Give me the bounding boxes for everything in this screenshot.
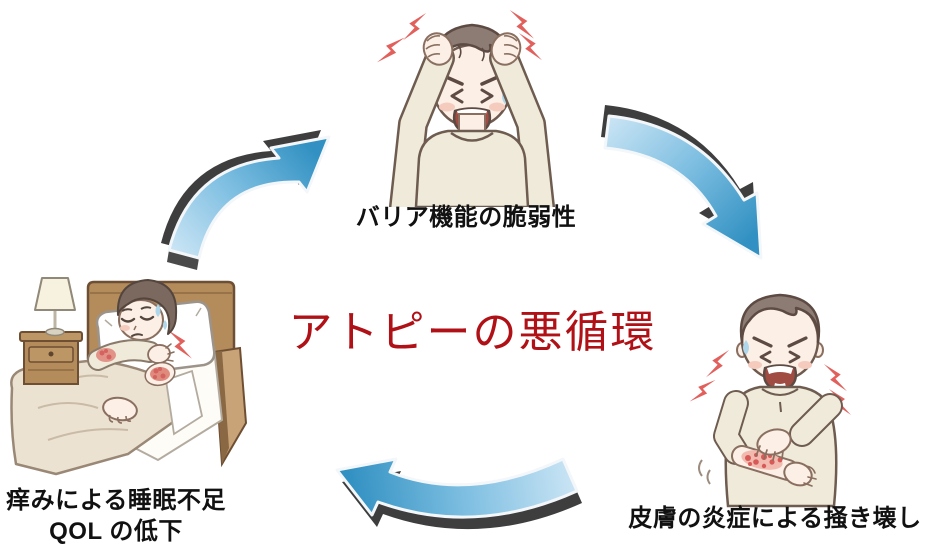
- node-label-skin-inflammation: 皮膚の炎症による掻き壊し: [628, 505, 922, 532]
- sleeping-head: [116, 279, 178, 341]
- scratching-man-illustration: [690, 293, 851, 508]
- node-label-sleep-loss-line2: QOL の低下: [49, 518, 183, 545]
- arms: [389, 43, 555, 207]
- torso: [414, 113, 530, 207]
- node-label-barrier-function: バリア機能の脆弱性: [355, 204, 577, 231]
- cycle-arrow-right-to-left: [335, 457, 582, 530]
- sheet-fold: [165, 369, 204, 436]
- hands: [422, 32, 522, 66]
- resting-hand: [102, 396, 138, 424]
- head: [736, 293, 824, 390]
- scratching-arm: [755, 393, 843, 461]
- cycle-arrow-left-to-top: [161, 130, 331, 270]
- node-label-sleep-loss-line1: 痒みによる睡眠不足: [6, 487, 226, 514]
- node-label-sleep-loss: 痒みによる睡眠不足 QOL の低下: [0, 485, 232, 547]
- rash-patch: [96, 348, 176, 387]
- sweat-drop-icon: [163, 320, 167, 330]
- sweat-drop-icon: [155, 304, 161, 317]
- lamp-icon: [34, 277, 76, 337]
- lightning-bolt-icon: [377, 10, 542, 63]
- diagram-title: アトピーの悪循環: [288, 308, 657, 357]
- nightstand: [19, 331, 83, 385]
- distressed-man-illustration: [377, 10, 555, 207]
- lightning-bolt-icon: [167, 330, 192, 359]
- sweat-drop-icon: [743, 340, 749, 355]
- cycle-arrow-top-to-right: [601, 105, 763, 260]
- sleeping-man-in-bed-illustration: [10, 277, 248, 476]
- motion-lines: [698, 459, 711, 485]
